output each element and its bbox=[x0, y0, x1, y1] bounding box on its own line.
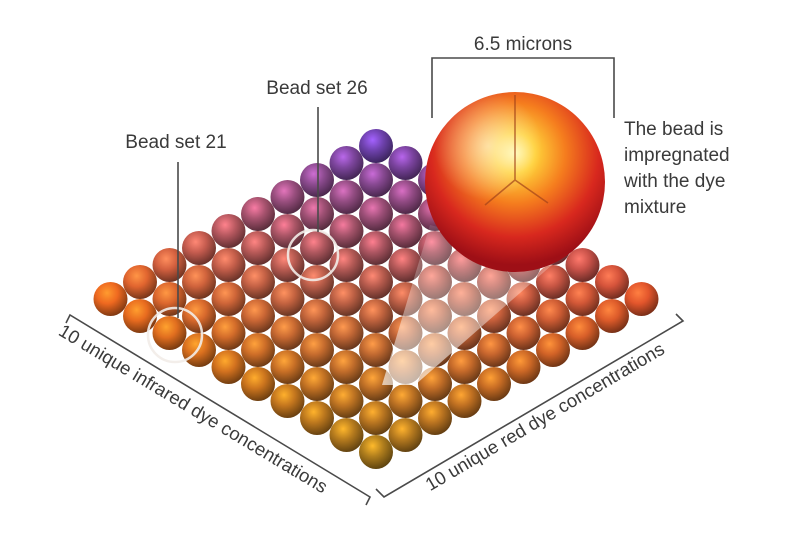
bead bbox=[300, 333, 334, 367]
bead bbox=[123, 265, 157, 299]
bead-set-21-ring bbox=[146, 306, 204, 364]
red-axis-bracket bbox=[375, 313, 685, 499]
bead bbox=[329, 282, 364, 316]
bead bbox=[388, 418, 423, 452]
bead bbox=[359, 231, 393, 265]
bead bbox=[329, 350, 364, 384]
bead bbox=[270, 384, 305, 418]
bead-set-21-label: Bead set 21 bbox=[125, 132, 226, 153]
description-line-2: impregnated bbox=[624, 145, 730, 166]
bead bbox=[359, 129, 393, 163]
bead bbox=[329, 384, 364, 418]
bead bbox=[506, 350, 541, 384]
bead bbox=[241, 197, 275, 231]
bead bbox=[418, 367, 452, 401]
magnified-bead bbox=[425, 92, 605, 272]
size-bracket bbox=[431, 57, 615, 118]
bead bbox=[388, 214, 423, 248]
bead bbox=[447, 384, 482, 418]
bead bbox=[211, 350, 246, 384]
bead bbox=[182, 299, 216, 333]
bead bbox=[329, 418, 364, 452]
bead bbox=[624, 282, 659, 316]
bead bbox=[359, 367, 393, 401]
bead bbox=[388, 180, 423, 214]
bead bbox=[329, 146, 364, 180]
bead bbox=[565, 248, 600, 282]
bead bbox=[211, 248, 246, 282]
bead bbox=[270, 316, 305, 350]
bead bbox=[329, 180, 364, 214]
infrared-axis-bracket bbox=[65, 313, 372, 506]
bead bbox=[359, 299, 393, 333]
bead bbox=[359, 401, 393, 435]
bead-grid bbox=[93, 129, 659, 469]
bead bbox=[536, 333, 570, 367]
bead bbox=[300, 299, 334, 333]
bead bbox=[300, 197, 334, 231]
description-line-1: The bead is bbox=[624, 119, 723, 140]
bead bbox=[418, 401, 452, 435]
bead bbox=[182, 231, 216, 265]
bead bbox=[270, 282, 305, 316]
bead bbox=[270, 180, 305, 214]
bead bbox=[241, 265, 275, 299]
bead bbox=[536, 265, 570, 299]
bead bbox=[300, 231, 334, 265]
bead bbox=[241, 299, 275, 333]
bead bbox=[359, 163, 393, 197]
bead bbox=[359, 197, 393, 231]
bead bbox=[565, 316, 600, 350]
bead bbox=[211, 316, 246, 350]
bead bbox=[270, 214, 305, 248]
bead bbox=[388, 248, 423, 282]
bead bbox=[241, 231, 275, 265]
bead bbox=[359, 265, 393, 299]
bead bbox=[388, 384, 423, 418]
bead bbox=[241, 367, 275, 401]
bead bbox=[595, 299, 629, 333]
bead bbox=[477, 333, 511, 367]
description-line-3: with the dye bbox=[623, 171, 725, 192]
bead bbox=[123, 299, 157, 333]
bead-description: The bead is impregnated with the dye mix… bbox=[623, 119, 730, 218]
bead bbox=[506, 316, 541, 350]
bead bbox=[359, 435, 393, 469]
bead bbox=[182, 333, 216, 367]
bead bbox=[152, 248, 187, 282]
bead bbox=[300, 265, 334, 299]
bead bbox=[182, 265, 216, 299]
micron-size-label: 6.5 microns bbox=[474, 34, 572, 55]
bead bbox=[152, 282, 187, 316]
bead bbox=[300, 367, 334, 401]
bead-set-26-label: Bead set 26 bbox=[266, 78, 367, 99]
bead bbox=[388, 146, 423, 180]
bead bbox=[536, 299, 570, 333]
bead bbox=[359, 333, 393, 367]
bead bbox=[595, 265, 629, 299]
bead bbox=[270, 350, 305, 384]
bead bbox=[93, 282, 128, 316]
bead bbox=[565, 282, 600, 316]
bead bbox=[447, 350, 482, 384]
bead bbox=[300, 401, 334, 435]
bead bbox=[152, 316, 187, 350]
bead bbox=[211, 214, 246, 248]
bead bbox=[241, 333, 275, 367]
bead-set-26-ring bbox=[286, 228, 340, 282]
bead bbox=[300, 163, 334, 197]
bead bbox=[329, 214, 364, 248]
bead bbox=[477, 367, 511, 401]
bead bbox=[211, 282, 246, 316]
description-line-4: mixture bbox=[624, 197, 686, 218]
bead bbox=[329, 316, 364, 350]
